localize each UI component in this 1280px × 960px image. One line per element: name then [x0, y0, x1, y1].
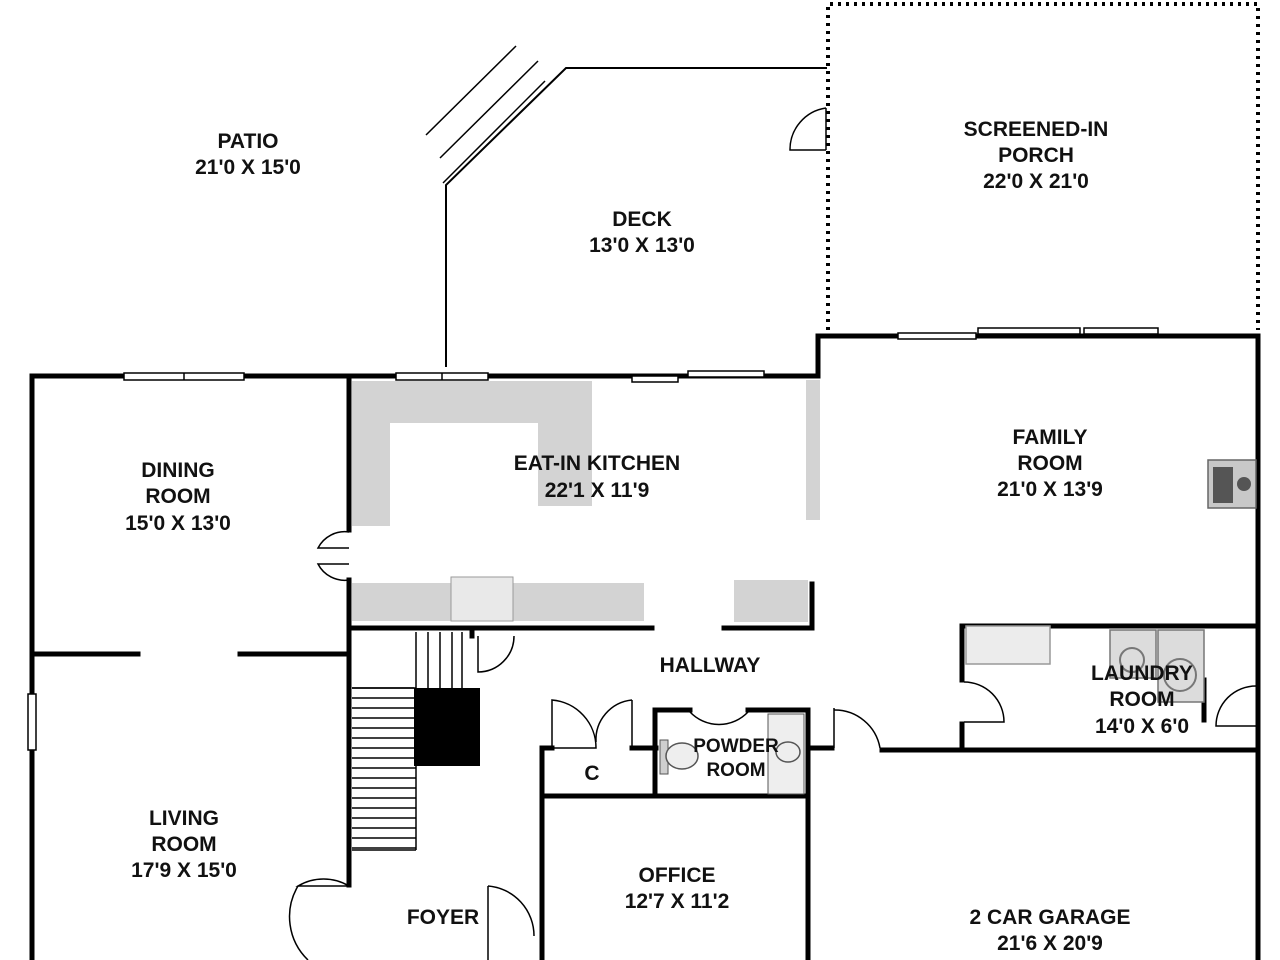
- kitchen-counters: [352, 380, 820, 622]
- deck-name: DECK: [612, 208, 672, 231]
- dining-name-line2: ROOM: [145, 485, 210, 508]
- laundry-cabinet: [965, 625, 1051, 665]
- family-name-line2: ROOM: [1017, 452, 1082, 475]
- porch-name-line1: SCREENED-IN: [964, 118, 1109, 141]
- patio-size: 21'0 X 15'0: [195, 156, 301, 179]
- porch-door: [789, 107, 827, 151]
- doors: [288, 530, 1257, 960]
- porch-name-line2: PORCH: [998, 144, 1074, 167]
- porch-screen-outline: [826, 2, 1260, 330]
- office-name: OFFICE: [639, 864, 716, 887]
- family-size: 21'0 X 13'9: [997, 478, 1103, 501]
- deck-outline: [425, 45, 827, 367]
- laundry-name-line2: ROOM: [1109, 688, 1174, 711]
- office-size: 12'7 X 11'2: [625, 890, 730, 913]
- living-size: 17'9 X 15'0: [131, 859, 237, 882]
- foyer-name: FOYER: [407, 906, 479, 929]
- washer-dryer-icon: [1109, 629, 1205, 703]
- powder-name-line2: ROOM: [706, 760, 765, 781]
- laundry-name-line1: LAUNDRY: [1091, 662, 1193, 685]
- toilet-icon: [659, 739, 699, 775]
- kitchen-name: EAT-IN KITCHEN: [514, 452, 680, 475]
- windows: [27, 327, 1159, 751]
- stove-icon: [1207, 459, 1257, 509]
- staircase: [352, 632, 480, 851]
- dining-size: 15'0 X 13'0: [125, 512, 231, 535]
- dining-name-line1: DINING: [141, 459, 215, 482]
- powder-name-line1: POWDER: [693, 736, 779, 757]
- laundry-size: 14'0 X 6'0: [1095, 715, 1189, 738]
- deck-size: 13'0 X 13'0: [589, 234, 695, 257]
- family-name-line1: FAMILY: [1012, 426, 1087, 449]
- living-name-line2: ROOM: [151, 833, 216, 856]
- living-name-line1: LIVING: [149, 807, 219, 830]
- garage-size: 21'6 X 20'9: [997, 932, 1103, 955]
- sink-icon: [767, 713, 805, 795]
- closet-label: C: [584, 762, 599, 785]
- porch-size: 22'0 X 21'0: [983, 170, 1089, 193]
- garage-name: 2 CAR GARAGE: [969, 906, 1130, 929]
- exterior-walls: [29, 333, 1261, 960]
- patio-name: PATIO: [217, 130, 278, 153]
- kitchen-size: 22'1 X 11'9: [545, 479, 650, 502]
- hallway-name: HALLWAY: [660, 654, 761, 677]
